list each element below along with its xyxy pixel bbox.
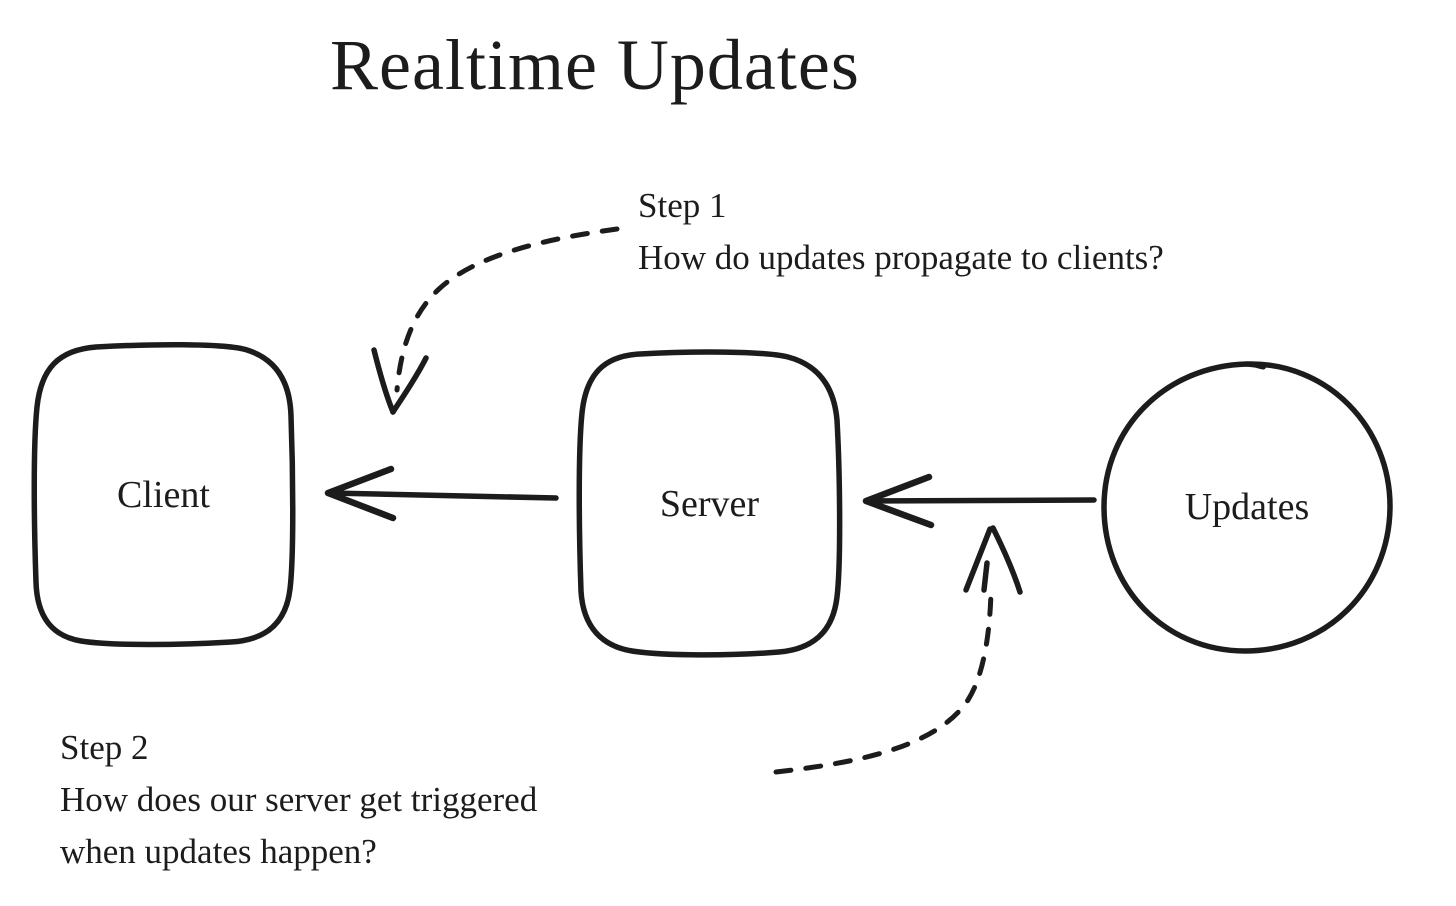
step2-dashed-arrow bbox=[773, 525, 1023, 775]
step-1-note: Step 1 How do updates propagate to clien… bbox=[638, 180, 1164, 284]
step1-dashed-arrow bbox=[371, 226, 620, 415]
step-2-note: Step 2 How does our server get triggered… bbox=[60, 722, 537, 878]
step-2-question-line2: when updates happen? bbox=[60, 832, 377, 871]
updates-to-server-arrow bbox=[862, 473, 1097, 529]
step-1-question: How do updates propagate to clients? bbox=[638, 238, 1164, 277]
step-2-label: Step 2 bbox=[60, 728, 149, 767]
step-2-question-line1: How does our server get triggered bbox=[60, 780, 538, 819]
step-1-label: Step 1 bbox=[638, 186, 727, 225]
page-title: Realtime Updates bbox=[330, 25, 860, 105]
client-box bbox=[31, 341, 296, 648]
updates-circle bbox=[1101, 361, 1393, 654]
server-to-client-arrow bbox=[324, 465, 559, 522]
server-box bbox=[576, 349, 843, 658]
